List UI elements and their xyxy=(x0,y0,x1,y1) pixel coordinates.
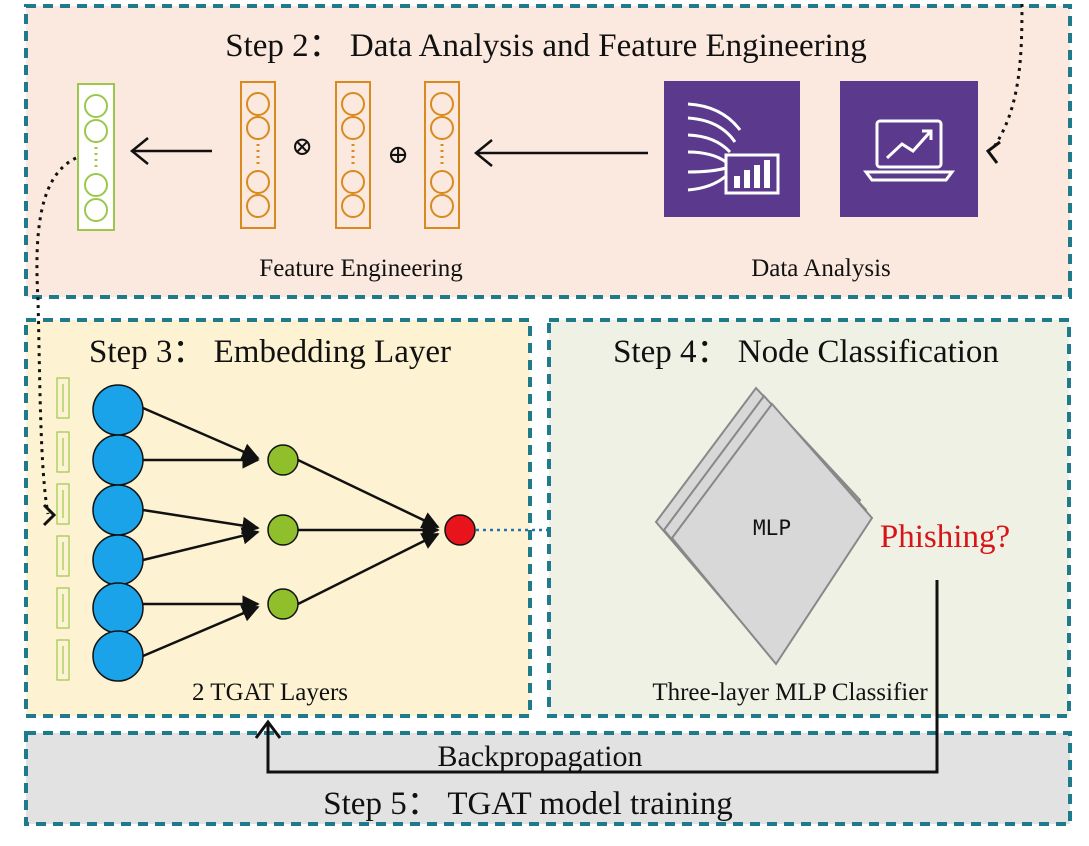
feature-engineering-label: Feature Engineering xyxy=(259,255,463,282)
multiply-operator: ⊗ xyxy=(291,132,313,161)
tgat-edges xyxy=(142,406,440,658)
step4-title: Step 4： Node Classification xyxy=(613,334,999,370)
backpropagation-label: Backpropagation xyxy=(438,740,643,773)
embedding-connector xyxy=(35,156,77,515)
embedding-vector xyxy=(77,83,115,231)
stream-chart-icon xyxy=(664,81,800,217)
hidden-nodes xyxy=(267,444,299,620)
data-analysis-label: Data Analysis xyxy=(751,255,891,282)
step5-title: Step 5： TGAT model training xyxy=(323,786,732,822)
step3-title: Step 3： Embedding Layer xyxy=(89,334,451,370)
feature-vector-1 xyxy=(240,81,276,229)
add-operator: ⊕ xyxy=(387,140,409,169)
mlp-stack xyxy=(654,386,874,666)
step2-title: Step 2： Data Analysis and Feature Engine… xyxy=(225,28,867,64)
step5-panel xyxy=(24,731,1072,826)
backpropagation-path xyxy=(266,580,939,774)
data-input-connector xyxy=(990,3,1024,151)
phishing-label: Phishing? xyxy=(880,519,1010,555)
input-embedding-stack xyxy=(56,377,70,681)
mlp-classifier-caption: Three-layer MLP Classifier xyxy=(652,679,928,706)
output-node xyxy=(444,514,476,546)
input-nodes xyxy=(92,384,144,682)
feature-vector-3 xyxy=(424,81,460,229)
laptop-trend-icon xyxy=(840,81,978,217)
mlp-label: MLP xyxy=(753,516,791,540)
feature-vector-2 xyxy=(335,81,371,229)
tgat-layers-caption: 2 TGAT Layers xyxy=(192,679,348,706)
